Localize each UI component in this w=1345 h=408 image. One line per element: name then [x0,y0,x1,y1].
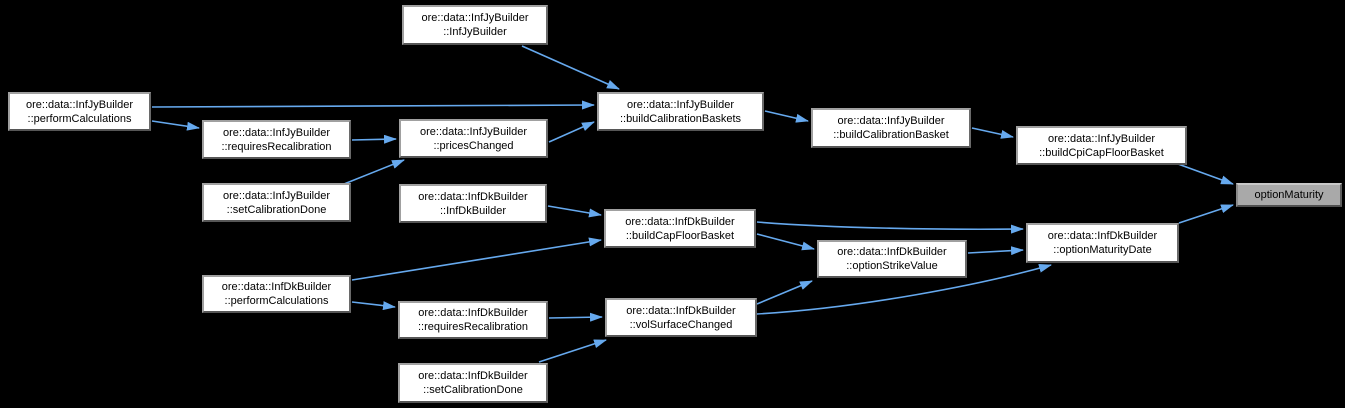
node-label: ore::data::InfDkBuilder ::InfDkBuilder [418,190,528,217]
node-label: ore::data::InfJyBuilder ::buildCalibrati… [619,98,742,125]
node-optionmaturity-current: optionMaturity [1236,183,1342,207]
node-label: ore::data::InfJyBuilder ::performCalcula… [25,98,133,125]
node-label: ore::data::InfDkBuilder ::optionMaturity… [1047,230,1158,256]
edge-dk-optionMaturityDate-to-optionMaturity [1178,204,1234,224]
node-label: ore::data::InfJyBuilder ::requiresRecali… [221,126,332,153]
node-jy-performcalculations[interactable]: ore::data::InfJyBuilder ::performCalcula… [8,92,151,131]
edge-jy-buildCalibrationBasket-to-buildCpiCapFloorBasket [971,127,1014,139]
edge-dk-volSurfaceChanged-to-optionMaturityDate [756,263,1052,315]
node-dk-volsurfacechanged[interactable]: ore::data::InfDkBuilder ::volSurfaceChan… [605,298,757,337]
node-dk-setcalibrationdone[interactable]: ore::data::InfDkBuilder ::setCalibration… [398,363,548,403]
node-label: ore::data::InfJyBuilder ::buildCalibrati… [833,115,949,141]
node-label: ore::data::InfJyBuilder ::buildCpiCapFlo… [1039,132,1164,159]
node-jy-buildcalibrationbasket[interactable]: ore::data::InfJyBuilder ::buildCalibrati… [811,108,971,148]
edge-jy-pricesChanged-to-buildCalibrationBaskets [548,121,595,143]
edge-jy-buildCalibrationBaskets-to-buildCalibrationBasket [764,110,809,123]
edge-jy-ctor-to-buildCalibrationBaskets [521,45,620,90]
node-dk-requiresrecalibration[interactable]: ore::data::InfDkBuilder ::requiresRecali… [398,301,548,339]
node-label: ore::data::InfDkBuilder ::buildCapFloorB… [625,215,735,242]
edge-dk-volSurfaceChanged-to-optionStrikeValue [756,280,813,305]
node-label: ore::data::InfJyBuilder ::pricesChanged [419,125,527,152]
node-label: ore::data::InfDkBuilder ::performCalcula… [221,281,332,307]
node-label: ore::data::InfDkBuilder ::optionStrikeVa… [837,246,947,272]
edge-dk-setCalibrationDone-to-volSurfaceChanged [538,339,607,363]
node-label: ore::data::InfDkBuilder ::setCalibration… [418,370,528,396]
edge-dk-optionStrikeValue-to-optionMaturityDate [967,246,1024,256]
edge-dk-requiresRecalibration-to-volSurfaceChanged [548,312,603,322]
edge-jy-requiresRecalibration-to-pricesChanged [351,134,397,144]
node-label: ore::data::InfJyBuilder ::setCalibration… [222,189,330,216]
node-jy-buildcpicapfloorbasket[interactable]: ore::data::InfJyBuilder ::buildCpiCapFlo… [1016,126,1187,165]
edge-jy-performCalculations-to-requiresRecalibration [151,120,200,131]
node-label: ore::data::InfDkBuilder ::requiresRecali… [417,307,529,333]
edge-jy-performCalculations-to-buildCalibrationBaskets [151,100,595,110]
edge-dk-buildCapFloorBasket-to-optionMaturityDate [756,221,1024,234]
edge-dk-performCalculations-to-requiresRecalibration [351,301,396,311]
node-dk-optionstrikevalue[interactable]: ore::data::InfDkBuilder ::optionStrikeVa… [817,240,967,278]
edge-dk-buildCapFloorBasket-to-optionStrikeValue [756,233,815,251]
edge-jy-setCalibrationDone-to-pricesChanged [343,159,405,185]
node-dk-buildcapfloorbasket[interactable]: ore::data::InfDkBuilder ::buildCapFloorB… [604,209,756,248]
edge-dk-performCalculations-to-buildCapFloorBasket [351,237,602,281]
node-label: ore::data::InfDkBuilder ::volSurfaceChan… [626,304,736,331]
node-jy-infjybuilder[interactable]: ore::data::InfJyBuilder ::InfJyBuilder [402,5,548,45]
node-jy-requiresrecalibration[interactable]: ore::data::InfJyBuilder ::requiresRecali… [202,120,351,159]
node-dk-performcalculations[interactable]: ore::data::InfDkBuilder ::performCalcula… [202,275,351,313]
node-label: ore::data::InfJyBuilder ::InfJyBuilder [421,12,529,38]
node-jy-buildcalibrationbaskets[interactable]: ore::data::InfJyBuilder ::buildCalibrati… [597,92,764,131]
node-jy-priceschanged[interactable]: ore::data::InfJyBuilder ::pricesChanged [399,119,548,158]
node-jy-setcalibrationdone[interactable]: ore::data::InfJyBuilder ::setCalibration… [202,183,351,222]
node-label: optionMaturity [1254,189,1324,201]
node-dk-infdkbuilder[interactable]: ore::data::InfDkBuilder ::InfDkBuilder [399,184,547,223]
edge-dk-ctor-to-buildCapFloorBasket [547,205,602,218]
edge-jy-buildCpiCapFloorBasket-to-optionMaturity [1177,163,1234,185]
node-dk-optionmaturitydate[interactable]: ore::data::InfDkBuilder ::optionMaturity… [1026,223,1179,263]
